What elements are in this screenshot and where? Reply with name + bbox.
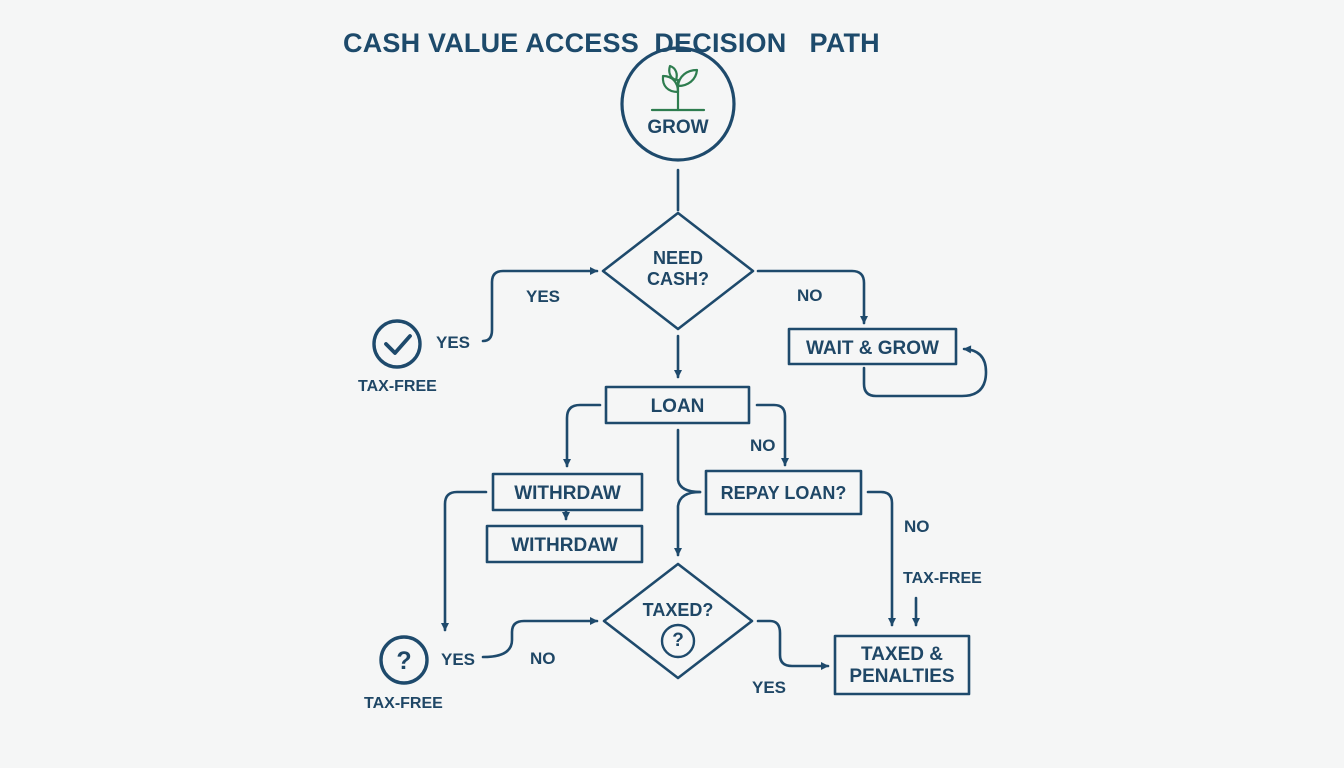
- label-no-taxed: NO: [530, 649, 556, 668]
- edge-loan-withdraw: [563, 403, 602, 468]
- grow-label: GROW: [647, 117, 709, 138]
- loan-label: LOAN: [650, 396, 705, 417]
- diagram-title: CASH VALUE ACCESS DECISION PATH: [343, 28, 880, 58]
- edge-no-taxed: [481, 617, 599, 659]
- question-circle-glyph: ?: [396, 647, 412, 675]
- edge-yes-taxed: [756, 619, 830, 670]
- taxed-penalties-line2: PENALTIES: [849, 665, 955, 687]
- label-yes-check: YES: [436, 333, 471, 352]
- edge-no-top: [756, 269, 868, 325]
- label-taxfree-question: TAX-FREE: [364, 695, 443, 712]
- wait-grow-label: WAIT & GROW: [806, 338, 939, 359]
- withdraw-label-1: WITHRDAW: [514, 483, 621, 504]
- label-no-top: NO: [797, 286, 823, 305]
- withdraw-box-2: [485, 524, 644, 564]
- edge-withdraw-question: [441, 490, 488, 632]
- label-no-loan: NO: [750, 436, 776, 455]
- repay-loan-label: REPAY LOAN?: [720, 483, 847, 503]
- taxed-penalties-label: TAXED & PENALTIES: [835, 644, 969, 688]
- taxed-diamond: [602, 562, 754, 680]
- question-circle-icon: [379, 635, 429, 685]
- grow-node-circle: [620, 46, 736, 162]
- label-taxfree-right: TAX-FREE: [903, 570, 982, 587]
- taxed-penalties-box: [833, 634, 971, 696]
- check-circle-icon: [372, 319, 422, 369]
- need-cash-diamond: [601, 211, 755, 331]
- repay-loan-box: [704, 469, 863, 516]
- need-cash-line2: CASH?: [647, 268, 709, 289]
- taxed-question-glyph: ?: [672, 630, 684, 651]
- loan-box: [604, 385, 751, 425]
- edge-wait-loop: [862, 345, 988, 398]
- wait-grow-box: [787, 327, 958, 366]
- label-yes-top: YES: [526, 287, 561, 306]
- label-no-repay: NO: [904, 517, 930, 536]
- edge-repay-no: [866, 490, 896, 627]
- withdraw-box-1: [491, 472, 644, 512]
- label-yes-question: YES: [441, 650, 476, 669]
- edge-loan-repay-branch: [676, 428, 702, 494]
- question-icon: [660, 623, 696, 659]
- sprout-icon: [650, 64, 706, 112]
- edge-to-taxed: [674, 490, 702, 557]
- withdraw-label-2: WITHRDAW: [511, 535, 618, 556]
- taxed-penalties-line1: TAXED &: [861, 644, 943, 665]
- edge-yes-top: [481, 267, 599, 343]
- need-cash-label: NEED CASH?: [628, 248, 728, 289]
- taxed-label: TAXED?: [642, 600, 714, 620]
- need-cash-line1: NEED: [652, 248, 703, 268]
- label-taxfree-check: TAX-FREE: [358, 378, 437, 395]
- label-yes-taxed: YES: [752, 678, 787, 697]
- edge-loan-repay: [755, 403, 789, 467]
